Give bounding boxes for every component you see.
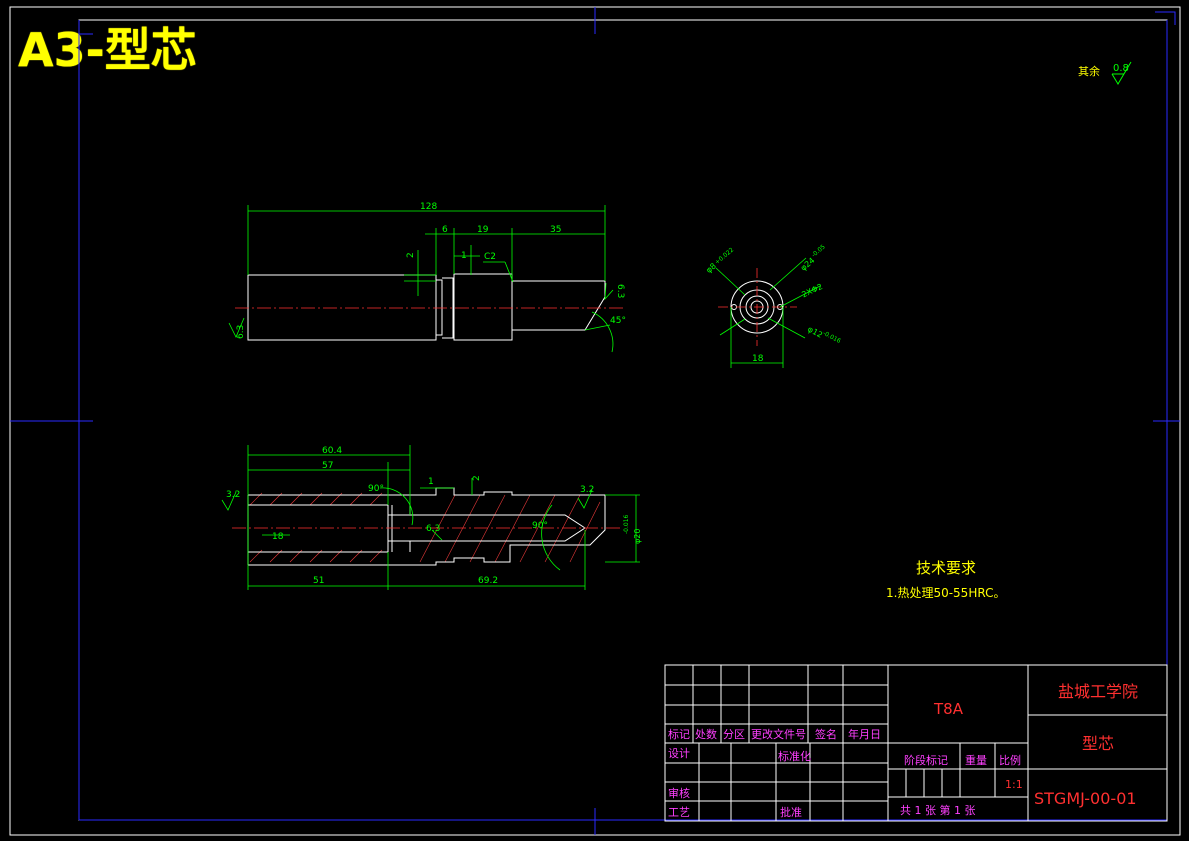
dim-phi20-tol: -0.016 bbox=[623, 514, 630, 534]
dim-phi8-tol: +0.022 bbox=[714, 246, 736, 266]
roughness-section-left: 3.2 bbox=[226, 490, 240, 500]
tb-school: 盐城工学院 bbox=[1058, 682, 1138, 701]
surface-note: 其余 0.8 bbox=[1078, 61, 1132, 85]
chamfer-c2: C2 bbox=[484, 252, 496, 262]
outer-border bbox=[9, 6, 1181, 836]
dim-6: 6 bbox=[442, 225, 448, 235]
roughness-6-3: 6.3 bbox=[426, 524, 440, 534]
tb-header-mark: 标记 bbox=[668, 727, 690, 741]
inner-border bbox=[78, 19, 1168, 821]
tb-standardize: 标准化 bbox=[778, 749, 811, 763]
tb-header-change-doc: 更改文件号 bbox=[751, 727, 806, 741]
tb-design: 设计 bbox=[668, 747, 690, 760]
dim-1: 1 bbox=[461, 251, 467, 261]
dim-2-section: 2 bbox=[472, 475, 482, 481]
roughness-front-left: 6.3 bbox=[236, 325, 246, 339]
title-block: T8A 盐城工学院 型芯 STGMJ-00-01 标记 处数 分区 更改文件号 … bbox=[664, 664, 1168, 822]
sheet-title: A3-型芯 bbox=[18, 23, 197, 77]
tb-drawing-no: STGMJ-00-01 bbox=[1034, 789, 1137, 808]
tb-part-name: 型芯 bbox=[1082, 734, 1114, 753]
tb-review: 审核 bbox=[668, 786, 690, 800]
dim-1-section: 1 bbox=[428, 477, 434, 487]
dim-phi12-tol: -0.016 bbox=[822, 330, 843, 345]
dim-51: 51 bbox=[313, 576, 324, 586]
dim-18: 18 bbox=[752, 354, 764, 364]
tech-req-line1: 1.热处理50-55HRC。 bbox=[886, 586, 1005, 600]
dim-2xphi2: 2XΦ2 bbox=[800, 282, 824, 299]
tb-approve: 批准 bbox=[780, 805, 802, 819]
tb-material: T8A bbox=[933, 700, 964, 718]
tb-sheets: 共 1 张 第 1 张 bbox=[900, 803, 975, 817]
dim-2: 2 bbox=[406, 252, 416, 258]
angle-90-right: 90° bbox=[532, 521, 548, 531]
angle-45: 45° bbox=[610, 316, 626, 326]
tb-header-date: 年月日 bbox=[848, 727, 881, 741]
roughness-section-right: 3.2 bbox=[580, 485, 594, 495]
tb-header-sign: 签名 bbox=[815, 727, 837, 741]
end-view: φ8 +0.022 φ24 -0.05 2XΦ2 φ12 -0.016 18 bbox=[704, 243, 842, 368]
dim-overall: 128 bbox=[420, 202, 437, 212]
tb-scale-label: 比例 bbox=[999, 753, 1021, 767]
tb-header-zone: 分区 bbox=[723, 728, 745, 741]
surface-note-label: 其余 bbox=[1078, 64, 1100, 78]
tech-req-heading: 技术要求 bbox=[916, 559, 976, 577]
dim-69-2: 69.2 bbox=[478, 576, 498, 586]
dim-phi24-tol: -0.05 bbox=[810, 243, 827, 258]
dim-phi20: φ20 bbox=[633, 529, 642, 544]
dim-18-section: 18 bbox=[272, 532, 284, 542]
dim-35: 35 bbox=[550, 225, 561, 235]
roughness-front-right: 6.3 bbox=[615, 284, 625, 298]
tb-stage-mark: 阶段标记 bbox=[904, 753, 948, 767]
tb-process: 工艺 bbox=[668, 806, 690, 819]
angle-90-left: 90° bbox=[368, 484, 384, 494]
dim-60-4: 60.4 bbox=[322, 446, 342, 456]
tb-scale-value: 1:1 bbox=[1005, 778, 1023, 791]
surface-note-value: 0.8 bbox=[1113, 63, 1129, 74]
dim-phi12: φ12 bbox=[806, 325, 824, 340]
tb-weight: 重量 bbox=[965, 753, 987, 767]
section-view: 60.4 57 1 2 90° 90° 18 6.3 51 69.2 3.2 3… bbox=[221, 445, 642, 590]
tech-requirements: 技术要求 1.热处理50-55HRC。 bbox=[886, 559, 1005, 600]
tb-header-count: 处数 bbox=[695, 728, 717, 741]
centering-marks bbox=[10, 7, 1180, 835]
dim-19: 19 bbox=[477, 225, 489, 235]
dim-57: 57 bbox=[322, 461, 333, 471]
front-view: 128 6 19 1 35 2 C2 45° 6.3 6.3 bbox=[228, 202, 626, 353]
